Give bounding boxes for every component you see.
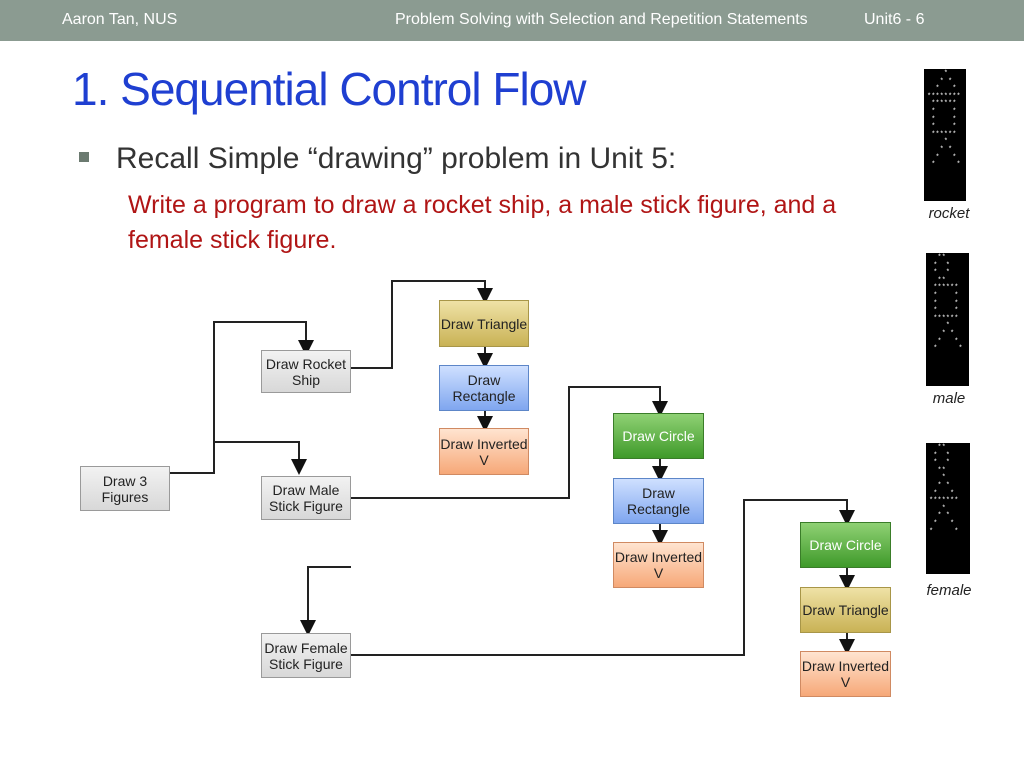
slide-header: Aaron Tan, NUS Problem Solving with Sele… [0,0,1024,41]
female-ascii-art: ** * * * * ** * * * * * ******* * * * * … [926,443,970,574]
connector-male-to-circle [351,386,668,499]
box-female-inverted-v: Draw Inverted V [800,651,891,697]
header-slide-number: Unit6 - 6 [864,11,925,28]
connector-female-to-circle [351,499,855,656]
male-ascii-art: ** * * * * ** ****** * * * * * * ****** … [926,253,969,386]
box-draw-rocket-ship: Draw Rocket Ship [261,350,351,393]
connector-draw3-to-rocket [170,321,314,474]
header-author: Aaron Tan, NUS [62,11,178,28]
box-male-rectangle: Draw Rectangle [613,478,704,524]
box-female-triangle: Draw Triangle [800,587,891,633]
connector-male-to-female [300,566,351,636]
bullet-marker [79,152,89,162]
connector-rocket-to-triangle [351,280,493,369]
connector-draw3-to-male [170,441,307,475]
bullet-text: Recall Simple “drawing” problem in Unit … [116,142,677,175]
task-text: Write a program to draw a rocket ship, a… [128,191,837,254]
box-male-inverted-v: Draw Inverted V [613,542,704,588]
box-rocket-triangle: Draw Triangle [439,300,529,347]
connector-draw3-to-female [170,470,215,474]
slide-title: 1. Sequential Control Flow [72,63,587,115]
rocket-label: rocket [928,205,970,222]
male-label: male [932,390,966,407]
box-rocket-rectangle: Draw Rectangle [439,365,529,411]
box-female-circle: Draw Circle [800,522,891,568]
box-draw-female-stick-figure: Draw Female Stick Figure [261,633,351,678]
box-draw-male-stick-figure: Draw Male Stick Figure [261,476,351,520]
header-course: Problem Solving with Selection and Repet… [395,11,808,28]
box-draw-3-figures: Draw 3 Figures [80,466,170,511]
female-label: female [926,582,972,599]
box-rocket-inverted-v: Draw Inverted V [439,428,529,475]
rocket-ascii-art: * * * * * ******** ****** * * * * * * **… [924,69,966,201]
box-male-circle: Draw Circle [613,413,704,459]
